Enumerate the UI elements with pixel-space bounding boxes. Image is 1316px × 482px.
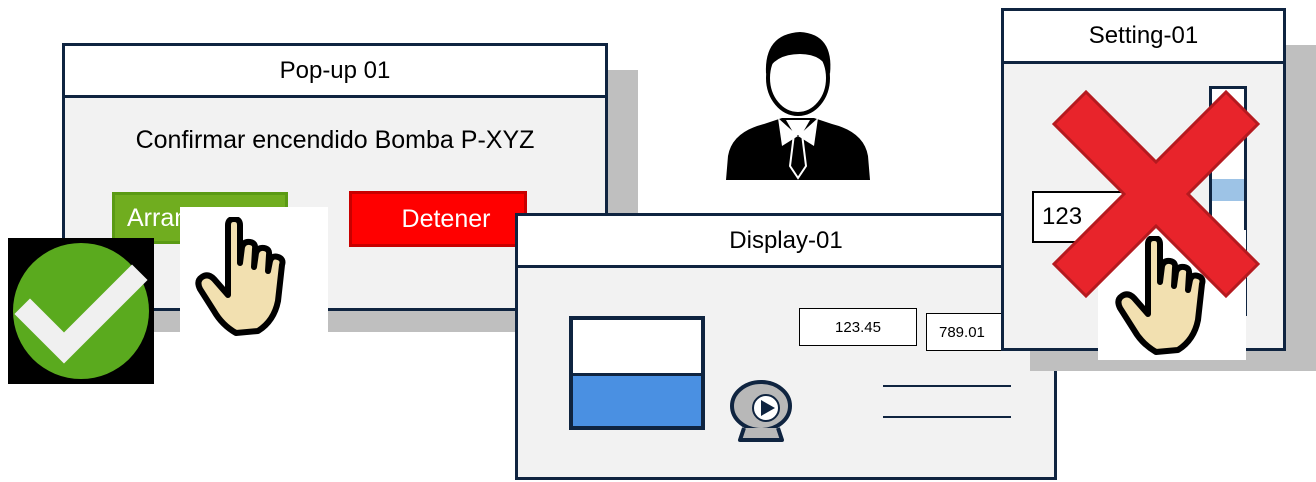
check-icon-bg (8, 238, 154, 384)
display-value-1: 123.45 (799, 308, 917, 346)
popup-window: Pop-up 01 Confirmar encendido Bomba P-XY… (62, 43, 608, 311)
hand-panel-popup (180, 207, 328, 338)
stop-button-label: Detener (401, 204, 491, 233)
check-icon (13, 243, 149, 379)
stop-button[interactable]: Detener (349, 191, 527, 247)
tank (569, 316, 705, 430)
setting-title: Setting-01 (1004, 11, 1283, 64)
display-line-1 (883, 385, 1011, 387)
display-window: Display-01 123.45 789.01 (515, 213, 1057, 480)
popup-message: Confirmar encendido Bomba P-XYZ (135, 126, 535, 154)
display-line-2 (883, 416, 1011, 418)
tank-level-fill (573, 373, 701, 426)
display-title: Display-01 (518, 216, 1054, 268)
video-camera-icon[interactable] (728, 376, 794, 448)
user-icon (726, 32, 870, 180)
x-mark-icon (1051, 89, 1261, 299)
hand-pointer-icon (1115, 236, 1206, 355)
hand-pointer-icon (195, 217, 286, 336)
popup-title: Pop-up 01 (65, 46, 605, 98)
setting-slider-fill (1212, 179, 1244, 201)
